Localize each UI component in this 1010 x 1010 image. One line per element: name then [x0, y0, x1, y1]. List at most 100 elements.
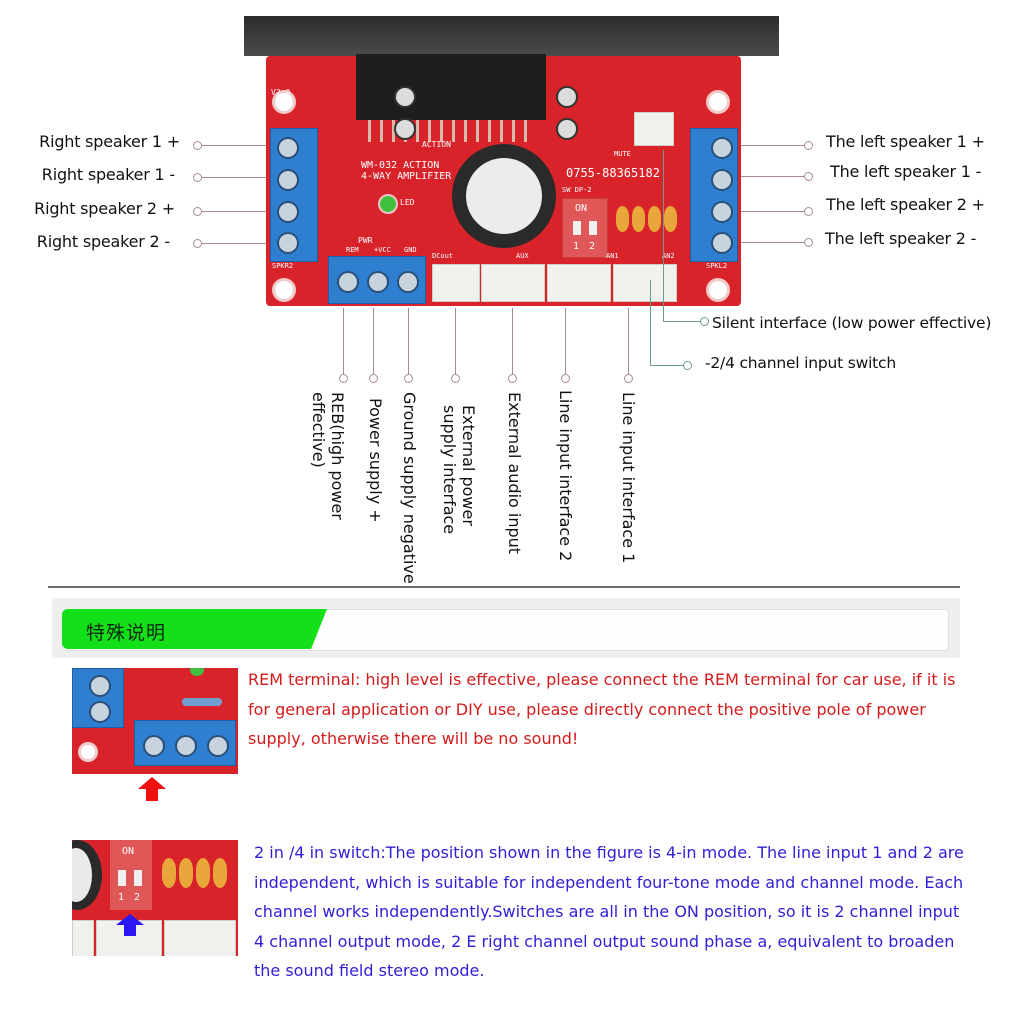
connector-crop	[164, 920, 236, 956]
callout-dot	[700, 317, 709, 326]
tantalum-capacitor	[196, 858, 210, 888]
led-label: LED	[400, 198, 415, 207]
spkr2-label: SPKR2	[272, 262, 294, 270]
callout-line	[628, 308, 629, 374]
tantalum-capacitor	[616, 206, 629, 232]
an2-label: AN2	[662, 252, 675, 260]
vcc-label: +VCC	[374, 246, 391, 254]
callout-dot	[193, 173, 202, 182]
callout-line	[408, 308, 409, 374]
external-audio-callout-label: External audio input	[505, 392, 524, 555]
callout-dot	[508, 374, 517, 383]
callout-line	[650, 280, 651, 366]
left-speaker-2-plus-label: The left speaker 2 +	[826, 195, 985, 214]
callout-line	[741, 145, 804, 146]
right-speaker-2-minus-label: Right speaker 2 -	[36, 232, 170, 251]
dip-switch: ON 1 2	[562, 198, 608, 258]
heatsink	[244, 16, 779, 56]
callout-dot	[804, 238, 813, 247]
tantalum-capacitor	[648, 206, 661, 232]
callout-line	[202, 211, 266, 212]
mount-hole	[706, 278, 730, 302]
switch-thumbnail: ON 1 2	[72, 840, 238, 956]
left-speaker-1-plus-label: The left speaker 1 +	[826, 132, 985, 151]
callout-line	[343, 308, 344, 374]
amplifier-chip	[356, 54, 546, 120]
right-speaker-2-plus-label: Right speaker 2 +	[34, 199, 175, 218]
left-speaker-terminal	[690, 128, 738, 262]
callout-dot	[369, 374, 378, 383]
callout-line	[202, 145, 266, 146]
callout-dot	[683, 361, 692, 370]
tantalum-capacitor	[664, 206, 677, 232]
callout-dot	[804, 141, 813, 150]
up-arrow-red-icon	[138, 777, 166, 801]
an2-connector	[613, 264, 677, 302]
callout-dot	[804, 207, 813, 216]
power-supply-callout-label: Power supply +	[366, 398, 385, 523]
callout-dot	[451, 374, 460, 383]
callout-line	[373, 308, 374, 374]
capacitor-crop	[72, 840, 102, 910]
an1-connector	[547, 264, 611, 302]
ground-callout-label: Ground supply negative	[400, 392, 419, 584]
main-capacitor	[452, 144, 556, 248]
rem-terminal-thumbnail	[72, 668, 238, 774]
left-speaker-2-minus-label: The left speaker 2 -	[825, 229, 977, 248]
small-capacitor	[394, 118, 416, 140]
rem-label: REM	[346, 246, 359, 254]
aux-connector	[481, 264, 545, 302]
tantalum-capacitor	[162, 858, 176, 888]
dcout-label: DCout	[432, 252, 454, 260]
connector-crop	[72, 920, 94, 956]
callout-dot	[804, 172, 813, 181]
small-capacitor	[556, 86, 578, 108]
right-speaker-1-minus-label: Right speaker 1 -	[41, 165, 175, 184]
callout-dot	[193, 207, 202, 216]
tantalum-capacitor	[179, 858, 193, 888]
up-arrow-blue-icon	[116, 914, 144, 936]
callout-line	[650, 365, 684, 366]
pwr-label: PWR	[358, 236, 373, 245]
callout-dot	[404, 374, 413, 383]
dip-switch-crop: ON 1 2	[110, 840, 152, 910]
callout-dot	[193, 141, 202, 150]
resistor-crop	[182, 698, 222, 706]
rem-terminal-note: REM terminal: high level is effective, p…	[248, 670, 956, 748]
callout-line	[741, 242, 804, 243]
callout-line	[741, 211, 804, 212]
phone-label: 0755-88365182	[566, 166, 660, 180]
tantalum-capacitor	[213, 858, 227, 888]
tantalum-capacitor	[632, 206, 645, 232]
dcout-connector	[432, 264, 480, 302]
action-label: ACTION	[422, 140, 451, 149]
callout-line	[663, 150, 664, 322]
callout-dot	[561, 374, 570, 383]
spkl2-label: SPKL2	[706, 262, 728, 270]
led-indicator	[378, 194, 398, 214]
callout-dot	[624, 374, 633, 383]
mount-hole	[272, 278, 296, 302]
callout-line	[455, 308, 456, 374]
an1-label: AN1	[606, 252, 619, 260]
left-speaker-1-minus-label: The left speaker 1 -	[830, 162, 982, 181]
power-terminal	[328, 256, 426, 304]
gnd-label: GND	[404, 246, 417, 254]
right-speaker-1-plus-label: Right speaker 1 +	[39, 132, 180, 151]
led-crop	[190, 668, 204, 676]
channel-switch-note: 2 in /4 in switch:The position shown in …	[254, 843, 964, 980]
amplifier-board-image: LED V2.0 ACTION WM-032 ACTION 4-WAY AMPL…	[266, 54, 741, 306]
line-input-2-callout-label: Line input interface 2	[556, 390, 575, 562]
section-divider	[48, 586, 960, 588]
aux-label: AUX	[516, 252, 529, 260]
mount-hole	[78, 742, 98, 762]
model-label: WM-032 ACTION	[361, 160, 440, 171]
mute-connector	[634, 112, 674, 146]
silent-interface-label: Silent interface (low power effective)	[712, 314, 992, 332]
power-terminal-crop	[134, 720, 236, 766]
callout-line	[741, 176, 804, 177]
banner-title: 特殊说明	[86, 622, 167, 644]
callout-line	[202, 243, 266, 244]
